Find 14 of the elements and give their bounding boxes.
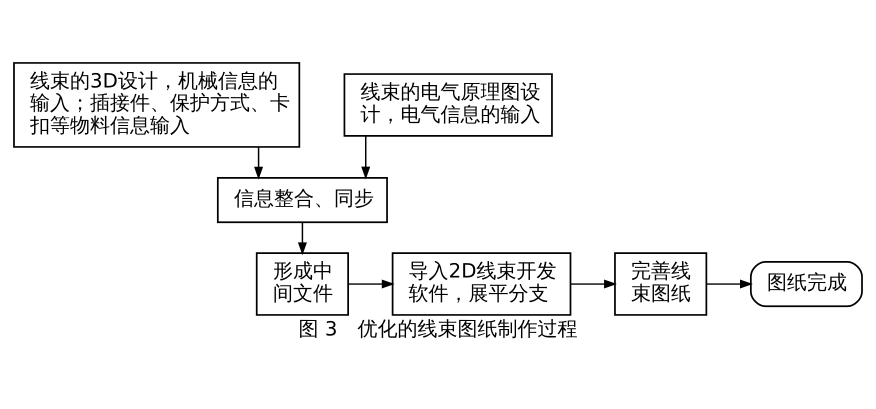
node-box: 完善线束图纸 xyxy=(614,252,708,316)
node-box: 形成中间文件 xyxy=(256,252,349,316)
arrow xyxy=(570,279,617,288)
node-box: 线束的3D设计，机械信息的输入；插接件、保护方式、卡扣等物料信息输入 xyxy=(13,62,300,148)
node-box: 线束的电气原理图设计，电气信息的输入 xyxy=(344,72,553,136)
arrow xyxy=(706,279,753,288)
node-box: 图纸完成 xyxy=(750,260,863,307)
arrow xyxy=(348,279,395,288)
arrow xyxy=(254,147,264,180)
node-box: 信息整合、同步 xyxy=(216,176,388,223)
node-box: 导入2D线束开发软件，展平分支 xyxy=(392,252,572,316)
arrow xyxy=(298,222,307,255)
caption: 图 3 优化的线束图纸制作过程 xyxy=(298,317,578,340)
arrow xyxy=(361,136,370,180)
